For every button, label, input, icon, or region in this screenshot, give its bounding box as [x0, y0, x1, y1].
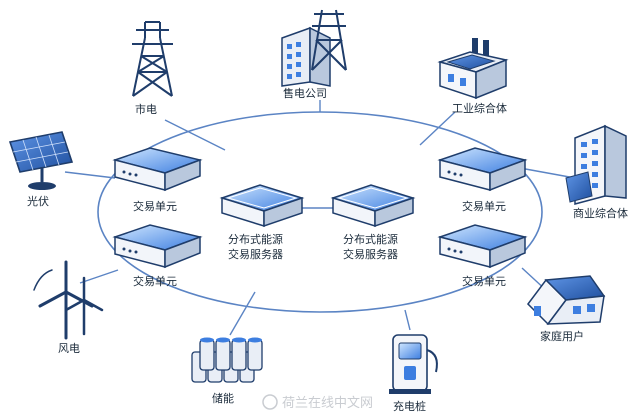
server-device-icon — [219, 184, 305, 228]
node-label-commercial: 商业综合体 — [573, 206, 628, 220]
server-label-line2: 交易服务器 — [228, 247, 283, 261]
node-label-wind: 风电 — [58, 342, 80, 355]
server-label-line1: 分布式能源 — [343, 232, 398, 246]
office-building-icon — [565, 124, 627, 205]
factory-icon — [437, 38, 509, 100]
trade-unit-device-icon — [112, 147, 203, 192]
house-icon — [527, 275, 606, 326]
battery-storage-icon — [191, 337, 263, 383]
trade-unit-label: 交易单元 — [462, 199, 506, 213]
transmission-tower-icon — [132, 21, 173, 97]
solar-panel-icon — [8, 131, 74, 190]
watermark-text: 荷兰在线中文网 — [282, 396, 373, 411]
trade-unit-label: 交易单元 — [462, 274, 506, 288]
charging-station-icon — [389, 334, 438, 394]
node-label-industrial: 工业综合体 — [452, 101, 507, 115]
connection-lines — [64, 100, 576, 336]
server-label-line2: 交易服务器 — [343, 247, 398, 261]
wind-turbine-icon — [33, 260, 104, 340]
node-label-household: 家庭用户 — [540, 329, 584, 343]
server-label-line1: 分布式能源 — [228, 232, 283, 246]
node-label-solar: 光伏 — [27, 194, 49, 208]
trade-unit-device-icon — [112, 224, 203, 269]
node-label-charger: 充电桩 — [393, 399, 426, 413]
watermark: 荷兰在线中文网 — [262, 394, 373, 411]
node-label-grid: 市电 — [135, 102, 157, 116]
trade-unit-label: 交易单元 — [133, 274, 177, 288]
trade-unit-device-icon — [437, 224, 528, 269]
node-label-storage: 储能 — [212, 391, 234, 405]
trade-unit-device-icon — [437, 147, 528, 192]
server-device-icon — [330, 184, 416, 228]
power-company-icon — [281, 9, 347, 87]
node-label-power-company: 售电公司 — [283, 86, 327, 100]
trade-unit-label: 交易单元 — [133, 199, 177, 213]
